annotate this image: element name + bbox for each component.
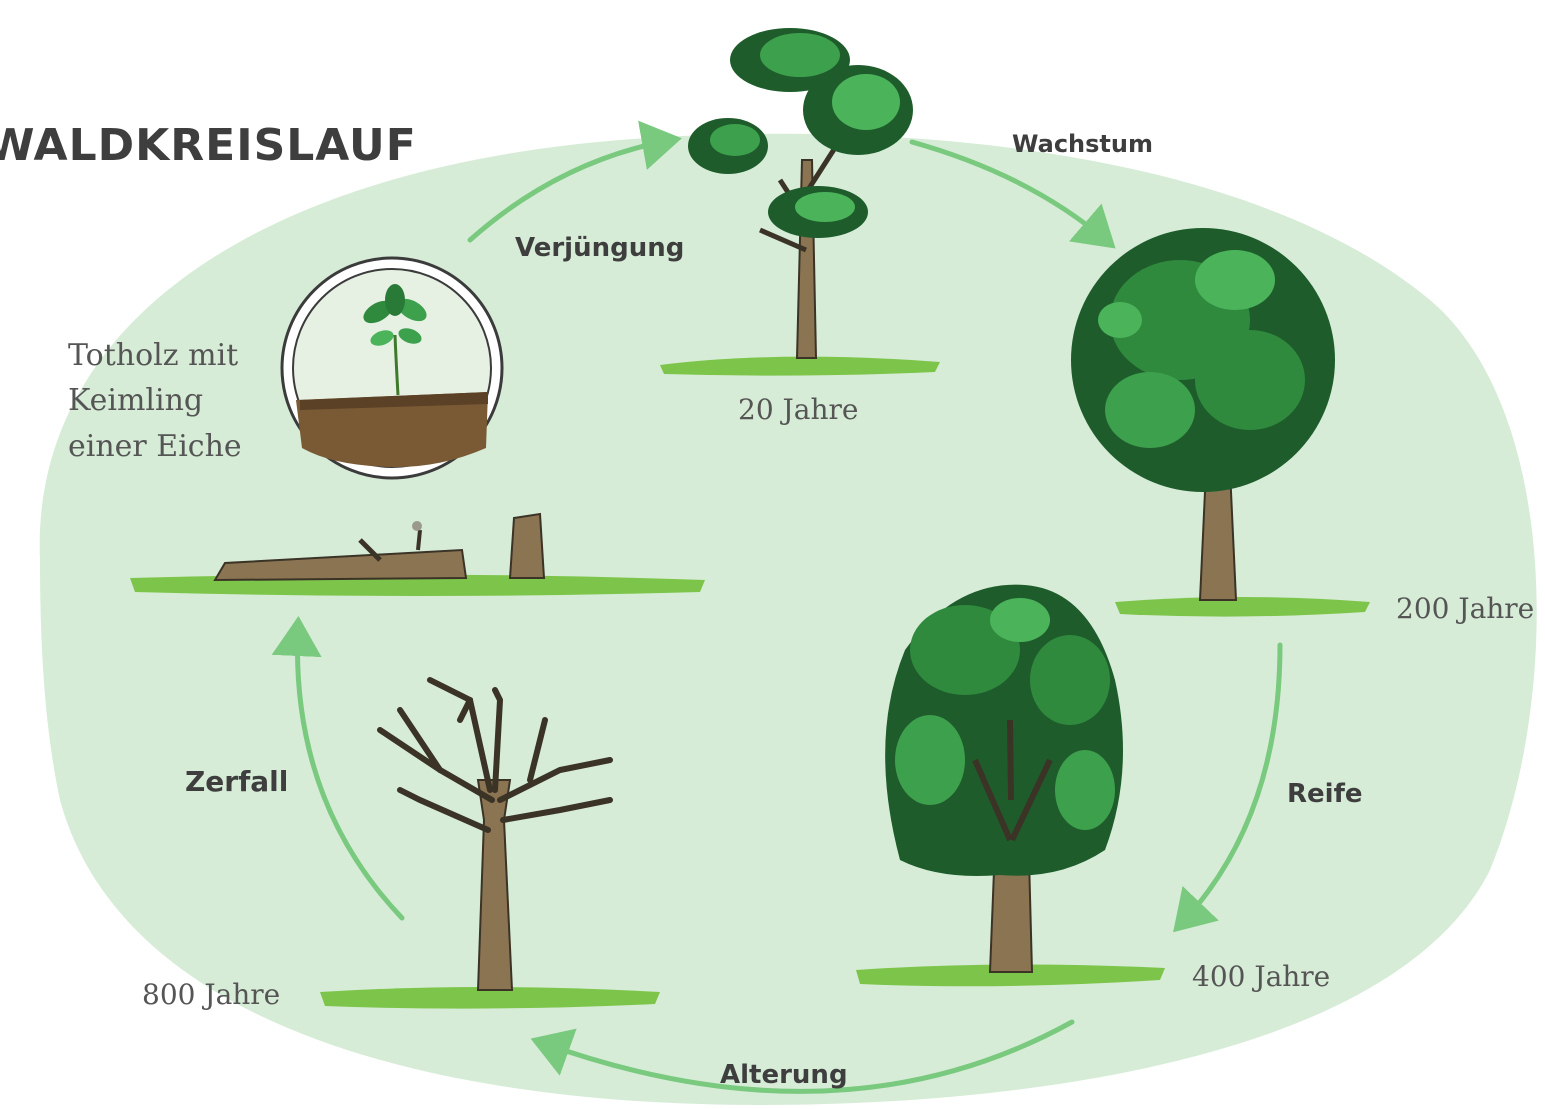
- seedling-caption-line-3: einer Eiche: [68, 429, 242, 464]
- label-wachstum: Wachstum: [1012, 130, 1153, 158]
- seedling-icon: [282, 258, 502, 478]
- age-20: 20 Jahre: [738, 393, 858, 426]
- label-verjuengung: Verjüngung: [515, 233, 684, 263]
- seedling-caption-line-2: Keimling: [68, 383, 203, 418]
- label-alterung: Alterung: [720, 1060, 848, 1090]
- label-reife: Reife: [1287, 779, 1363, 809]
- age-200: 200 Jahre: [1396, 592, 1534, 625]
- seedling-caption-line-1: Totholz mit: [68, 338, 238, 373]
- label-zerfall: Zerfall: [185, 765, 288, 798]
- age-400: 400 Jahre: [1192, 960, 1330, 993]
- diagram-title: WALDKREISLAUF: [0, 120, 417, 171]
- age-800: 800 Jahre: [142, 978, 280, 1011]
